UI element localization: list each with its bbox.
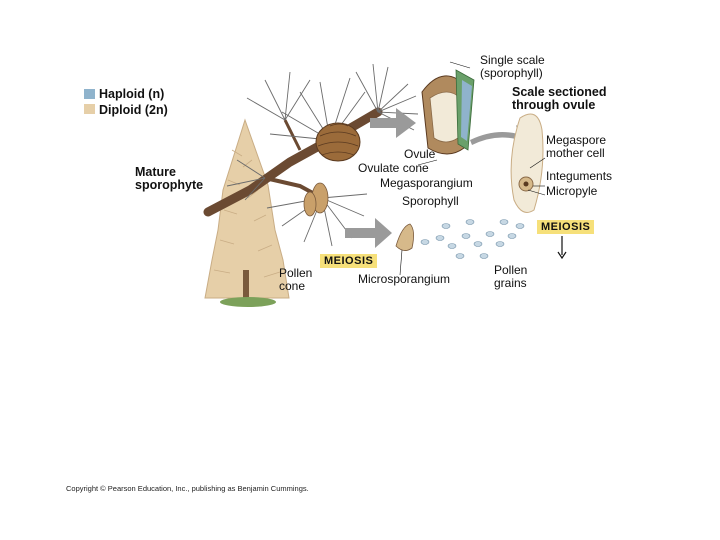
label-sporophyll: Sporophyll — [402, 195, 459, 208]
label-ovulate-cone: Ovulate cone — [358, 162, 429, 175]
label-ovule: Ovule — [404, 148, 435, 161]
scale-section-drawing — [511, 114, 543, 212]
label-microsporangium: Microsporangium — [358, 273, 450, 286]
microsporophyll-drawing — [396, 224, 414, 251]
single-scale-drawing — [422, 70, 474, 154]
label-scale-sectioned: Scale sectioned through ovule — [512, 86, 607, 112]
label-single-scale: Single scale (sporophyll) — [480, 54, 545, 80]
label-megaspore-mother-cell: Megaspore mother cell — [546, 134, 606, 160]
label-pollen-cone: Pollen cone — [279, 267, 312, 293]
ovulate-cone-drawing — [316, 123, 360, 161]
label-micropyle: Micropyle — [546, 185, 597, 198]
copyright-notice: Copyright © Pearson Education, Inc., pub… — [66, 484, 309, 493]
label-mature-sporophyte: Mature sporophyte — [135, 166, 203, 192]
pollen-grains-drawing — [421, 220, 524, 259]
label-megasporangium: Megasporangium — [380, 177, 473, 190]
label-pollen-grains: Pollen grains — [494, 264, 527, 290]
meiosis-badge-left: MEIOSIS — [320, 254, 377, 268]
mature-tree-drawing — [205, 120, 289, 307]
meiosis-badge-right: MEIOSIS — [537, 220, 594, 234]
label-integuments: Integuments — [546, 170, 612, 183]
